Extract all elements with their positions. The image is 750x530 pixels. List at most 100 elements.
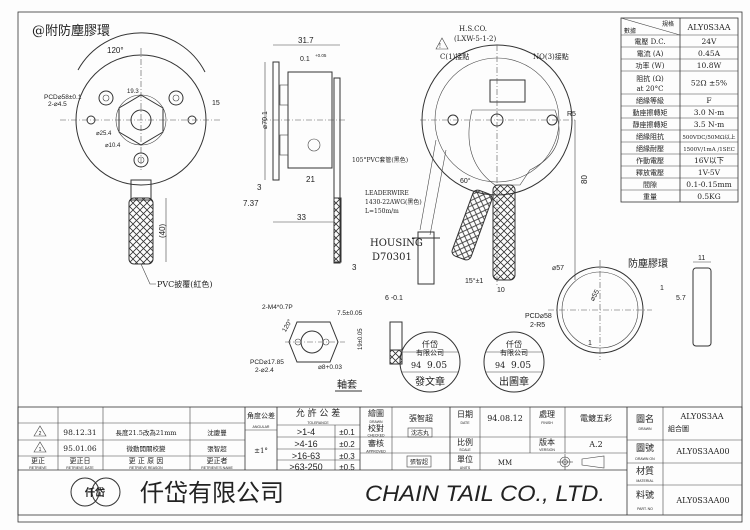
sleeve-title: 軸套 xyxy=(337,378,357,391)
label-angle: 120° xyxy=(107,46,124,55)
part-no-value: ALY0S3AA00 xyxy=(675,496,729,505)
label-15: 15°±1 xyxy=(465,277,483,285)
tolerance-range: >16-63 xyxy=(292,451,320,461)
warning-mark: ! xyxy=(439,43,441,50)
version-value: A.2 xyxy=(588,440,602,449)
revision-triangle-icon xyxy=(33,425,47,437)
label-leader2: 1430-22AWG(黑色) xyxy=(365,198,422,206)
spec-header-left: 數據 xyxy=(624,27,636,35)
checked-label: 校對 xyxy=(368,423,384,433)
label-pvc-tube: 105°PVC套管(黑色) xyxy=(352,156,408,164)
drawn-label: 繪圖 xyxy=(368,408,384,418)
rev-header-date-en: RETRIEVE DATE xyxy=(66,466,94,470)
label-57: ⌀57 xyxy=(552,265,564,272)
sleeve-d6: 6 -0.1 xyxy=(385,295,403,302)
title-block: 2 98.12.31 長度21.5改為21mm 沈慶豐 1 95.01.06 微… xyxy=(17,406,743,516)
finish-value: 電鍍五彩 xyxy=(580,413,612,423)
stamp-mid: 有限公司 xyxy=(500,348,528,357)
spec-label: 重量 xyxy=(643,193,657,201)
spec-value: 52Ω ±5% xyxy=(691,79,727,88)
spec-label: 動座擦轉矩 xyxy=(633,108,668,117)
spec-label-2: at 20°C xyxy=(637,85,664,93)
approved-label: 審核 xyxy=(368,438,384,448)
sleeve-angle: 120° xyxy=(280,317,294,333)
rev-mark: 1 xyxy=(39,447,42,453)
label-80: 80 xyxy=(580,175,589,184)
stamp-prefix: 94 xyxy=(495,361,505,370)
label-7-37: 7.37 xyxy=(243,199,259,208)
rev-reason: 長度21.5改為21mm xyxy=(115,428,176,437)
sleeve-d8: ⌀8+0.03 xyxy=(318,364,342,371)
version-label: 版本 xyxy=(539,437,555,447)
company-name-en: CHAIN TAIL CO., LTD. xyxy=(365,481,605,506)
rev-name: 張智超 xyxy=(207,444,227,453)
spec-value: 3.0 N-m xyxy=(694,108,725,117)
tolerance-value: ±0.3 xyxy=(339,452,355,461)
spec-value: 24V xyxy=(702,37,718,46)
spec-label: 釋放電壓 xyxy=(636,168,664,177)
tolerance-range: >1-4 xyxy=(297,427,315,437)
date-label-en: DATE xyxy=(460,421,470,425)
label-31-7: 31.7 xyxy=(298,36,314,45)
label-21: 21 xyxy=(306,175,315,184)
drawn-value: 張智超 xyxy=(409,413,433,423)
projection-symbol-icon xyxy=(557,454,605,470)
drawing-name-label-en: DRAWN xyxy=(638,427,652,431)
material-label: 材質 xyxy=(636,465,654,477)
spec-value: 1500V/1mA /1SEC xyxy=(683,147,735,153)
spec-value: 0.45A xyxy=(698,49,721,58)
rev-mark: 2 xyxy=(39,431,42,437)
label-60: 60° xyxy=(460,177,471,185)
label-housing1: HOUSING xyxy=(370,238,423,249)
label-dia: ⌀70.1 xyxy=(262,111,269,129)
label-10: 10 xyxy=(497,287,505,294)
ring-r5: 2-R5 xyxy=(530,322,545,329)
stamp-issue: 仟岱 有限公司 94 9.05 發文章 xyxy=(399,331,461,393)
scale-label-en: SCALE xyxy=(459,448,471,452)
label-d1: ⌀25.4 xyxy=(96,131,112,137)
rev-header-name: 更正者 xyxy=(207,457,228,465)
angular-value: ±1° xyxy=(254,447,268,455)
stamp-prefix: 94 xyxy=(411,361,421,370)
units-label-en: UNITS xyxy=(460,466,471,470)
finish-label-en: FINISH xyxy=(541,421,553,425)
label-side: 15 xyxy=(212,100,220,107)
label-gap: 0.1 xyxy=(300,56,310,63)
spec-value: 0.5KG xyxy=(697,192,721,201)
company-name-cn: 仟岱有限公司 xyxy=(140,479,284,507)
date-value: 94.08.12 xyxy=(487,414,523,423)
ring-11: 11 xyxy=(698,255,705,262)
spec-value: 1V-5V xyxy=(698,168,721,177)
spec-value: 10.8W xyxy=(697,61,722,70)
rev-header-name-en: RETRIEVE'S NAME xyxy=(201,466,233,470)
units-value: MM xyxy=(498,459,512,467)
stamp-release: 仟岱 有限公司 94 9.05 出圖章 xyxy=(483,331,545,393)
stamp-bottom: 發文章 xyxy=(415,375,445,388)
label-leader1: LEADERWIRE xyxy=(365,190,409,197)
label-3: 3 xyxy=(257,183,262,192)
sleeve-7-5: 7.5±0.05 xyxy=(337,310,363,317)
sheet-border xyxy=(17,11,743,523)
spec-label: 作動電壓 xyxy=(636,156,664,165)
title-note: @附防塵膠環 xyxy=(32,23,110,39)
approved-value: 張智超 xyxy=(410,458,428,466)
tolerance-value: ±0.5 xyxy=(339,463,355,472)
drawing-name-sub: 組合圖 xyxy=(668,424,689,433)
label-d2: ⌀10.4 xyxy=(105,143,121,149)
stamp-mid: 有限公司 xyxy=(416,348,444,357)
label-leader3: L=150m/m xyxy=(365,208,399,215)
spec-value: 16V以下 xyxy=(694,156,724,165)
spec-label: 電流 (A) xyxy=(637,49,664,58)
rev-header-mark-en: RETRIEVE xyxy=(29,466,47,470)
angular-label: 角度公差 xyxy=(247,411,275,420)
spec-label: 絕緣等級 xyxy=(636,96,664,105)
spec-header-value: ALY0S3AA xyxy=(686,23,730,32)
label-3b: 3 xyxy=(352,263,357,272)
sleeve-19: 19±0.05 xyxy=(358,328,364,350)
side-view: 31.7 0.1 +0.05 ⌀70.1 21 3 7.37 33 3 xyxy=(243,36,357,272)
label-hex: 19.3 xyxy=(127,89,139,95)
drawing-no-label: 圖號 xyxy=(636,442,654,454)
stamp-top: 仟岱 xyxy=(422,339,438,349)
spec-value: F xyxy=(706,96,711,105)
